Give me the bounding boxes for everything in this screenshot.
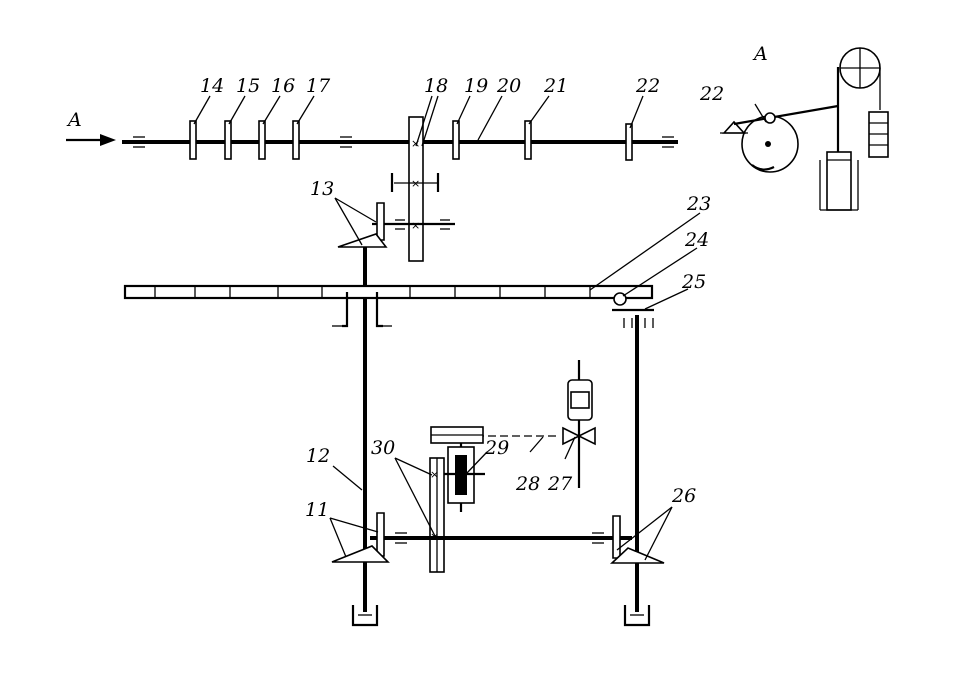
label-21: 21 — [543, 75, 568, 97]
counterweight — [868, 111, 889, 158]
svg-text:×: × — [411, 219, 420, 232]
lever-pivot — [720, 120, 748, 134]
cam-16 — [258, 120, 266, 160]
svg-text:×: × — [430, 468, 439, 481]
bottom-bearing-right — [623, 605, 651, 627]
label-23: 23 — [686, 193, 711, 215]
label-15: 15 — [236, 75, 260, 97]
cam-15 — [224, 120, 232, 160]
section-view-label: A — [752, 43, 768, 65]
bevel-gears-11 — [331, 512, 390, 563]
worm-gear-18: × × × — [390, 116, 440, 262]
label-26: 26 — [671, 485, 696, 507]
pulley — [839, 47, 881, 89]
cam-disc-22 — [741, 115, 799, 173]
view-arrow: A — [66, 109, 116, 146]
part-labels: 14 15 16 17 18 19 20 21 22 22 13 23 24 2… — [200, 75, 724, 521]
label-20: 20 — [496, 75, 521, 97]
label-19: 19 — [464, 75, 488, 97]
shaft-bearing — [133, 136, 145, 148]
cam-21 — [524, 120, 532, 160]
lever — [733, 104, 839, 126]
label-28: 28 — [515, 473, 540, 495]
section-view-a: A — [720, 43, 889, 211]
bevel-gears-13 — [337, 202, 455, 248]
label-27: 27 — [547, 473, 573, 495]
cam-19 — [452, 120, 460, 160]
camshaft — [122, 120, 678, 161]
label-22-section: 22 — [699, 83, 724, 105]
label-24: 24 — [684, 229, 709, 251]
leader-lines — [193, 95, 767, 561]
cam-22 — [625, 123, 633, 161]
view-arrow-label: A — [66, 109, 82, 131]
label-29: 29 — [484, 437, 509, 459]
lower-shaft — [370, 532, 632, 544]
bevel-gears-26 — [609, 515, 665, 564]
bottom-bearing-left — [351, 605, 379, 627]
label-14: 14 — [200, 75, 224, 97]
electric-motor-27 — [562, 360, 596, 488]
svg-text:×: × — [411, 137, 420, 150]
guide-cylinder — [819, 151, 859, 211]
cam-17 — [292, 120, 300, 160]
label-13: 13 — [310, 178, 334, 200]
label-18: 18 — [424, 75, 448, 97]
label-22: 22 — [635, 75, 660, 97]
label-25: 25 — [681, 271, 706, 293]
pulley-29 — [438, 443, 485, 512]
label-16: 16 — [271, 75, 295, 97]
cam-roller — [764, 112, 776, 124]
belt-drive-28 — [430, 426, 560, 444]
shaft-bearing — [662, 136, 674, 148]
label-30: 30 — [371, 437, 395, 459]
label-12: 12 — [306, 445, 330, 467]
gears-30: × × — [429, 457, 445, 573]
cam-14 — [189, 120, 197, 160]
label-17: 17 — [306, 75, 331, 97]
shaft-bearing — [340, 136, 352, 148]
slide-bar-23 — [123, 284, 654, 328]
label-11: 11 — [305, 499, 329, 521]
